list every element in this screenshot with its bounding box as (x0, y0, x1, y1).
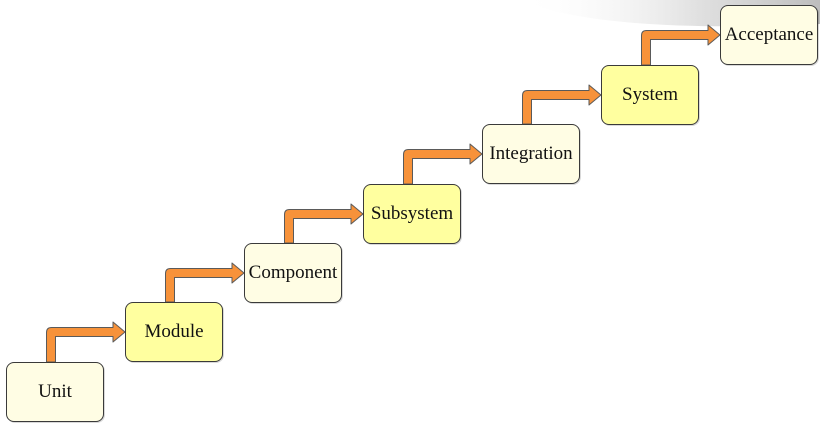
step-box-component: Component (244, 243, 342, 303)
step-box-acceptance: Acceptance (720, 5, 818, 65)
step-label: Acceptance (724, 24, 814, 45)
arrow-module-to-component (165, 262, 245, 303)
step-box-system: System (601, 65, 699, 125)
step-label: Module (144, 321, 204, 342)
arrow-system-to-acceptance (641, 24, 721, 66)
arrow-subsystem-to-integration (403, 143, 483, 185)
step-label: Component (248, 262, 338, 283)
step-box-integration: Integration (482, 124, 580, 184)
arrow-component-to-subsystem (284, 203, 364, 244)
step-label: Unit (38, 381, 72, 402)
step-label: Integration (489, 143, 573, 164)
arrow-unit-to-module (46, 321, 126, 363)
step-box-subsystem: Subsystem (363, 184, 461, 244)
step-label: Subsystem (370, 203, 454, 224)
step-box-unit: Unit (6, 362, 104, 422)
arrow-integration-to-system (522, 84, 602, 125)
step-label: System (622, 84, 678, 105)
step-box-module: Module (125, 302, 223, 362)
